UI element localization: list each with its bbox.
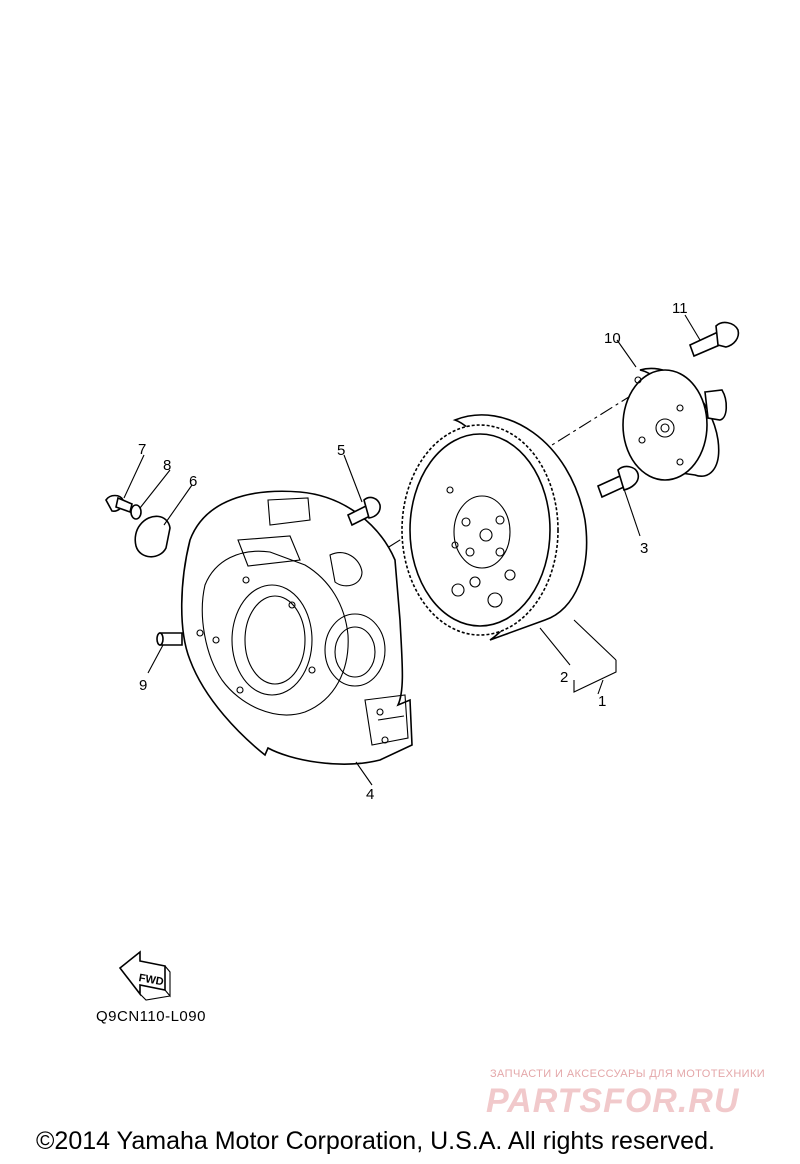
flywheel-housing — [180, 490, 413, 765]
label-8: 8 — [163, 457, 171, 474]
bolt-3 — [596, 465, 640, 499]
label-3: 3 — [640, 540, 648, 557]
label-10: 10 — [604, 330, 621, 347]
copyright-notice: ©2014 Yamaha Motor Corporation, U.S.A. A… — [36, 1127, 715, 1155]
label-11: 11 — [672, 300, 688, 317]
fwd-label: FWD — [138, 972, 165, 988]
label-7: 7 — [138, 441, 146, 458]
label-1: 1 — [598, 693, 606, 710]
coupling-hub — [622, 367, 728, 481]
watermark-logo: PARTSFOR.RU — [486, 1082, 740, 1120]
label-9: 9 — [139, 677, 147, 694]
bolt-5 — [346, 496, 381, 527]
diagram-code: Q9CN110-L090 — [96, 1008, 206, 1025]
dowel-pin-9 — [156, 632, 183, 646]
washer-8 — [130, 504, 142, 520]
label-4: 4 — [366, 786, 374, 803]
cover-plate-6 — [134, 515, 171, 558]
leader-lines — [123, 314, 701, 786]
screw-7 — [105, 494, 133, 514]
bolt-11 — [688, 321, 740, 358]
label-2: 2 — [560, 669, 568, 686]
watermark-tagline: ЗАПЧАСТИ И АКСЕССУАРЫ ДЛЯ МОТОТЕХНИКИ — [490, 1068, 766, 1080]
fwd-arrow-icon: FWD — [118, 950, 171, 1001]
label-5: 5 — [337, 442, 345, 459]
label-6: 6 — [189, 473, 197, 490]
flywheel-ring-gear — [401, 414, 588, 641]
